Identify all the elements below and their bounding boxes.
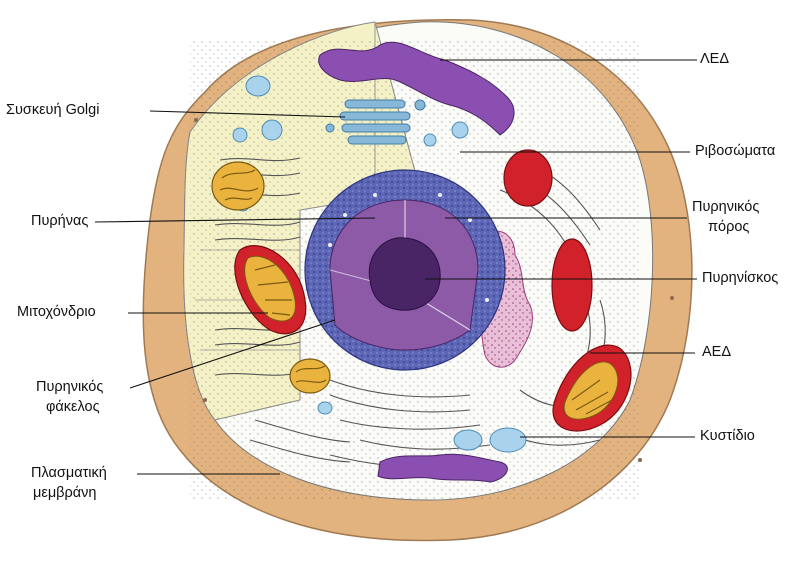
- label-nuclear-pore-line2: πόρος: [708, 218, 749, 236]
- label-plasma-membrane-line2: μεμβράνη: [33, 484, 96, 502]
- mitochondrion-upper-left: [212, 162, 264, 210]
- label-red: ΑΕΔ: [702, 343, 731, 361]
- nucleus: [305, 170, 505, 370]
- label-nuclear-envelope-line2: φάκελος: [46, 398, 100, 416]
- label-sed: ΛΕΔ: [700, 50, 729, 68]
- nucleolus-shape: [369, 238, 440, 311]
- mitochondrion-right-upper: [504, 150, 552, 206]
- label-vesicle: Κυστίδιο: [700, 427, 755, 445]
- label-ribosomes: Ριβοσώματα: [695, 142, 775, 160]
- mitochondrion-right-mid: [552, 239, 592, 331]
- mitochondrion-lower-left: [290, 359, 330, 393]
- label-plasma-membrane-line1: Πλασματική: [31, 464, 107, 482]
- label-mitochondrion: Μιτοχόνδριο: [17, 303, 96, 321]
- label-nuclear-envelope-line1: Πυρηνικός: [36, 378, 103, 396]
- label-nucleus: Πυρήνας: [31, 212, 88, 230]
- label-nucleolus: Πυρηνίσκος: [702, 269, 778, 287]
- label-nuclear-pore-line1: Πυρηνικός: [692, 198, 759, 216]
- label-golgi: Συσκευή Golgi: [6, 101, 99, 119]
